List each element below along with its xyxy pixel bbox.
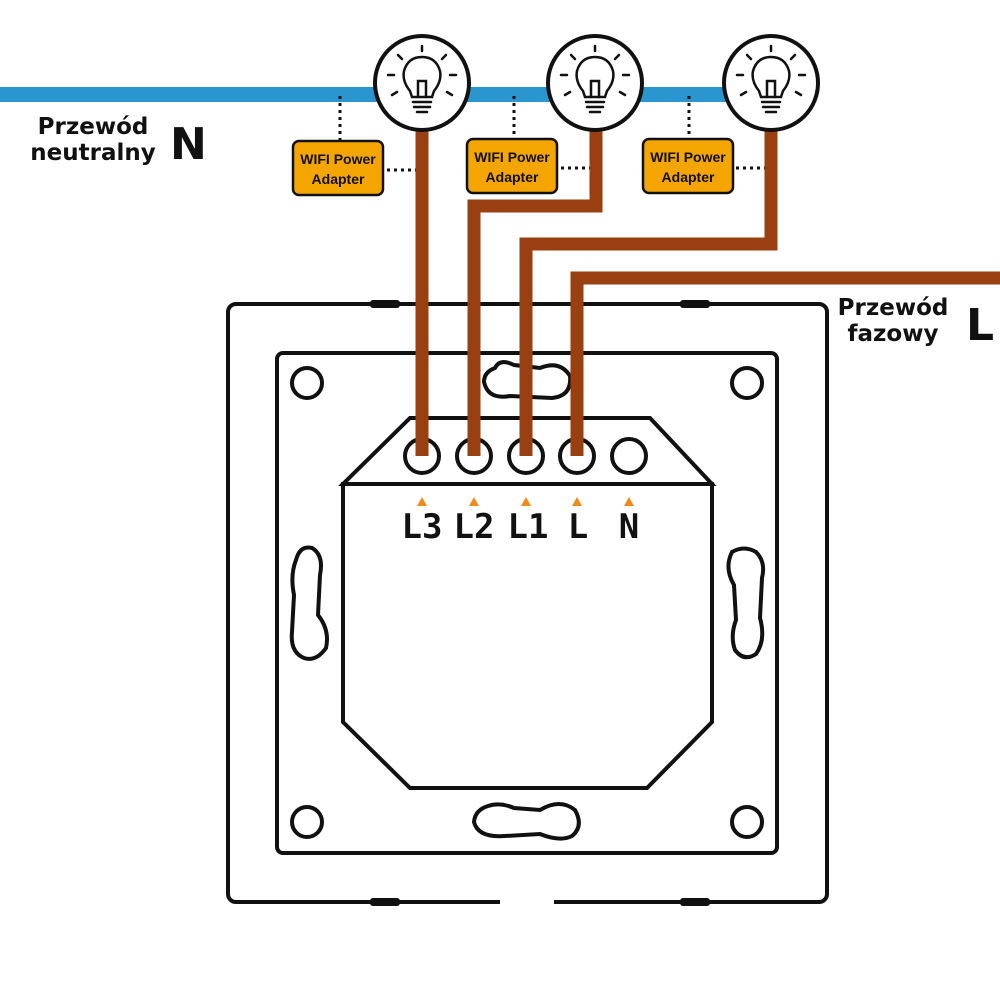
phase-label-letter: L xyxy=(966,300,994,351)
load-wires xyxy=(415,130,778,456)
neutral-label-letter: N xyxy=(170,119,207,170)
adapter-label-line1: WIFI Power xyxy=(300,151,376,167)
adapter-label-line1: WIFI Power xyxy=(650,149,726,165)
adapter-label-line2: Adapter xyxy=(486,169,539,185)
bulb-icon xyxy=(373,34,471,132)
terminal-label-n: N xyxy=(619,507,639,547)
adapter-label-line2: Adapter xyxy=(312,171,365,187)
phase-wire xyxy=(570,271,1000,456)
wifi-adapter: WIFI Power Adapter xyxy=(465,137,559,195)
neutral-adapter-connectors xyxy=(338,96,691,140)
wifi-adapter: WIFI Power Adapter xyxy=(291,139,385,197)
neutral-label-line1: Przewód xyxy=(38,114,149,140)
bulb-icon xyxy=(722,34,820,132)
wifi-adapter: WIFI Power Adapter xyxy=(641,137,735,195)
adapter-label-line1: WIFI Power xyxy=(474,149,550,165)
adapter-label-line2: Adapter xyxy=(662,169,715,185)
frame-tabs xyxy=(370,300,710,906)
terminal-n xyxy=(610,437,648,475)
wire-l2 xyxy=(467,130,603,456)
bulb-icon xyxy=(546,34,644,132)
phase-label-line1: Przewód xyxy=(838,295,949,321)
terminal-markers xyxy=(417,497,634,506)
switch-module-body xyxy=(341,482,714,790)
phase-label-line2: fazowy xyxy=(848,321,939,347)
screw-holes xyxy=(290,366,764,839)
terminal-label-l3: L3 xyxy=(402,507,443,547)
terminal-label-l1: L1 xyxy=(508,507,549,547)
terminal-label-l: L xyxy=(568,507,588,547)
neutral-label-line2: neutralny xyxy=(30,140,155,166)
wire-l1 xyxy=(519,130,778,456)
terminal-label-l2: L2 xyxy=(454,507,495,547)
